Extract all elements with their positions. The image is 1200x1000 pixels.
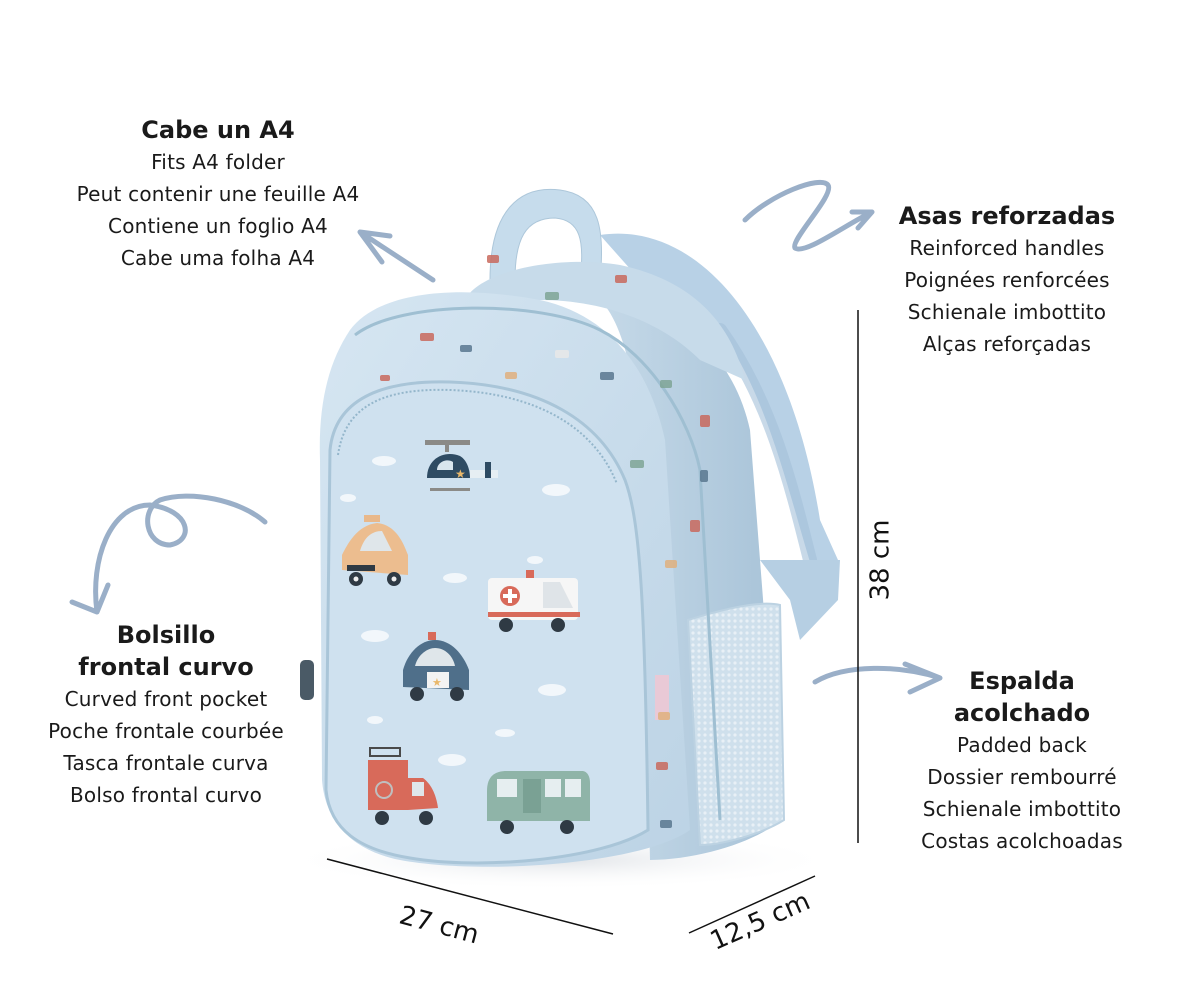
feature-handles-title: Asas reforzadas bbox=[898, 202, 1116, 230]
feature-back-title-2: acolchado bbox=[953, 699, 1091, 727]
arrow-a4 bbox=[357, 229, 436, 283]
feature-handles-pt: Alças reforçadas bbox=[922, 332, 1092, 356]
feature-back-title-1: Espalda bbox=[969, 667, 1075, 695]
feature-a4-fr: Peut contenir une feuille A4 bbox=[76, 182, 360, 206]
arrow-handles bbox=[742, 179, 875, 252]
feature-handles-en: Reinforced handles bbox=[909, 236, 1105, 260]
arrow-pocket bbox=[69, 493, 268, 615]
arrow-back bbox=[812, 661, 943, 695]
svg-text:★: ★ bbox=[432, 676, 442, 689]
feature-a4-title: Cabe un A4 bbox=[141, 116, 295, 144]
hand-drawn-arrows bbox=[69, 179, 943, 695]
depth-dimension-line bbox=[688, 875, 816, 934]
feature-pocket-it: Tasca frontale curva bbox=[63, 751, 269, 775]
feature-a4-en: Fits A4 folder bbox=[151, 150, 285, 174]
feature-handles-it: Schienale imbottito bbox=[907, 300, 1107, 324]
feature-back-it: Schienale imbottito bbox=[922, 797, 1122, 821]
print-ambulance bbox=[488, 570, 580, 632]
feature-back-en: Padded back bbox=[957, 733, 1087, 757]
feature-pocket-fr: Poche frontale courbée bbox=[48, 719, 284, 743]
shoulder-strap-right bbox=[600, 233, 838, 578]
feature-pocket-pt: Bolso frontal curvo bbox=[69, 783, 263, 807]
strap-lower bbox=[760, 560, 840, 640]
print-helicopter: ★ bbox=[425, 440, 498, 491]
feature-back-fr: Dossier rembourré bbox=[927, 765, 1117, 789]
print-fire-truck bbox=[368, 747, 438, 825]
feature-handles-fr: Poignées renforcées bbox=[904, 268, 1110, 292]
print-small-vehicles bbox=[380, 255, 710, 828]
feature-handles: Asas reforzadas Reinforced handles Poign… bbox=[880, 200, 1134, 360]
zipper-pull bbox=[300, 660, 314, 700]
front-pocket bbox=[324, 380, 650, 865]
feature-pocket-title-2: frontal curvo bbox=[78, 653, 254, 681]
print-taxi bbox=[342, 515, 408, 586]
top-gusset bbox=[465, 261, 745, 380]
feature-pocket-en: Curved front pocket bbox=[64, 687, 268, 711]
feature-back: Espalda acolchado Padded back Dossier re… bbox=[904, 665, 1140, 857]
feature-pocket-title-1: Bolsillo bbox=[116, 621, 216, 649]
feature-a4: Cabe un A4 Fits A4 folder Peut contenir … bbox=[40, 114, 396, 274]
svg-text:★: ★ bbox=[455, 467, 466, 481]
feature-a4-it: Contiene un foglio A4 bbox=[108, 214, 328, 238]
feature-back-pt: Costas acolchoadas bbox=[921, 829, 1123, 853]
width-dimension-line bbox=[326, 858, 614, 935]
print-clouds bbox=[340, 456, 570, 766]
feature-pocket: Bolsillo frontal curvo Curved front pock… bbox=[24, 619, 308, 811]
print-police-car: ★ bbox=[403, 632, 469, 701]
side-mesh-pocket bbox=[686, 602, 786, 847]
print-bus bbox=[487, 771, 590, 834]
feature-a4-pt: Cabe uma folha A4 bbox=[120, 246, 316, 270]
height-dimension-label: 38 cm bbox=[865, 519, 896, 601]
